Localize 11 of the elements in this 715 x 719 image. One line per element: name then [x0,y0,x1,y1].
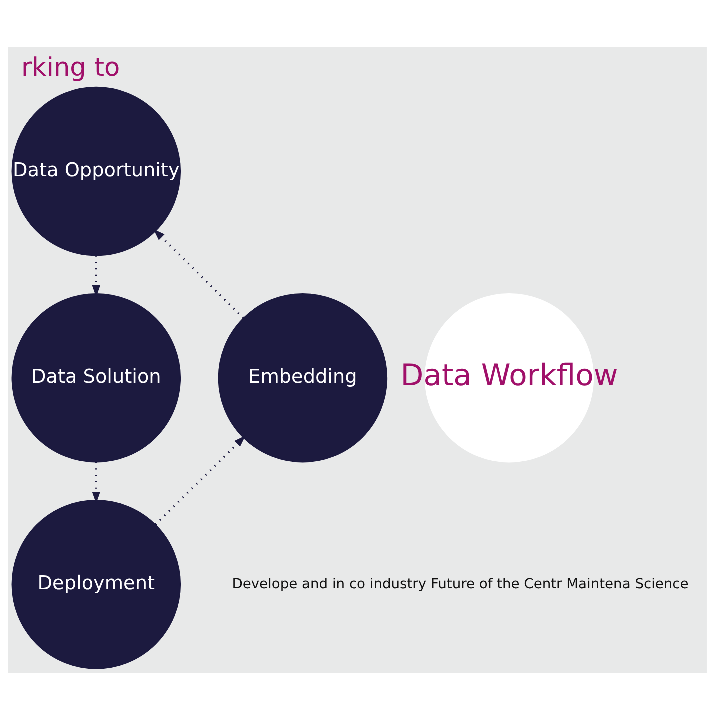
node-circle: Data Opportunity [12,86,182,256]
arrow [155,435,246,526]
arrow [92,255,101,297]
node-circle: Embedding [218,292,388,462]
label: Develope and in co industry Future of the Centr Maintena Science [232,576,689,592]
node-circle: Deployment [12,500,182,669]
arrow [92,462,101,504]
arrow [154,228,244,318]
node-circle: Data Solution [12,292,182,462]
node-label: Data Workflow [400,358,618,393]
diagram-title: rking to [22,52,120,82]
